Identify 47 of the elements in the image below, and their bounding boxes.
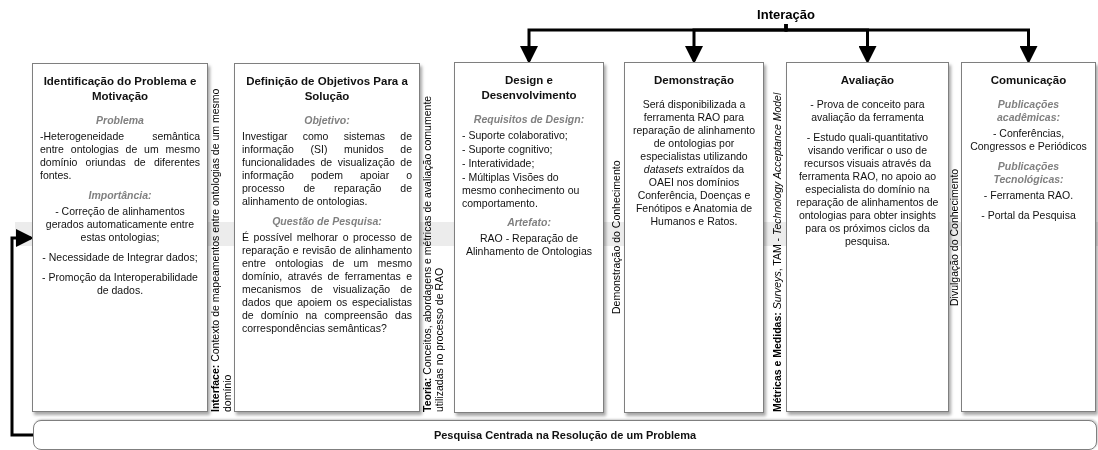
body-text: -Heterogeneidade semântica entre ontologias de um mesmo domínio oriundas de diferentes fontes. (40, 130, 200, 182)
process-box (624, 62, 764, 413)
box-heading: Demonstração (653, 73, 735, 88)
process-box (32, 63, 208, 412)
section-label: Artefato: (506, 216, 552, 229)
bar-title: Pesquisa Centrada na Resolução de um Problema (433, 428, 697, 442)
arrow (10, 229, 34, 437)
body-text: - Estudo quali-quantitativo visando verificar o uso de recursos visuais através da ferramenta RAO, no apoio ao especialista do domínio na reparação de alinhamentos de ontologias para obter insights para os próximos ciclos da pesquisa. (795, 131, 940, 248)
section-label: Importância: (87, 189, 153, 202)
box-heading: Design e Desenvolvimento (480, 73, 578, 103)
process-box (786, 62, 949, 412)
foundation-bar (33, 420, 1097, 450)
section-label: Objetivo: (303, 114, 351, 127)
process-box (961, 62, 1096, 412)
list-item: - Interatividade; (462, 157, 536, 170)
section-label: Questão de Pesquisa: (271, 215, 383, 228)
box-heading: Identificação do Problema e Motivação (42, 74, 198, 104)
list-item: - Suporte colaborativo; (462, 129, 569, 142)
section-label: Requisitos de Design: (472, 113, 586, 126)
vertical-label: Demonstração do Conhecimento (610, 160, 622, 315)
box-heading: Comunicação (989, 73, 1068, 88)
flow-label: Interação (740, 6, 832, 24)
body-text: - Promoção da Interoperabilidade de dados. (41, 271, 199, 297)
box-heading: Avaliação (839, 73, 896, 88)
list-item: - Suporte cognitivo; (462, 143, 554, 156)
section-label: Publicações acadêmicas: (995, 98, 1061, 124)
arrow (784, 24, 1038, 64)
process-box (454, 62, 604, 413)
process-box (234, 63, 420, 412)
section-label: Publicações Tecnológicas: (992, 160, 1065, 186)
section-label: Problema (95, 114, 145, 127)
body-text: Será disponibilizada a ferramenta RAO para reparação de alinhamento de ontologias por especialistas utilizando datasets extraídos da OAEI nos domínios Conferência, Doenças e Fenótipos e Anatomia de Humanos e Ratos. (632, 98, 756, 228)
list-item: - Múltiplas Visões do mesmo conhecimento ou comportamento. (462, 171, 581, 210)
body-text: RAO - Reparação de Alinhamento de Ontologias (464, 232, 594, 258)
vertical-label: Divulgação do Conhecimento (948, 168, 960, 306)
body-text: - Ferramenta RAO. (982, 189, 1075, 202)
body-text: É possível melhorar o processo de reparação e revisão de alinhamento entre ontologias de um mesmo domínio, através de ferramentas e mecanismos de visualização de dados que apoiem os especialistas de domínio na compreensão das correspondências semânticas? (242, 231, 412, 335)
body-text: Investigar como sistemas de informação (SI) munidos de funcionalidades de visualização de informação podem apoiar o processo de reparação de alinhamento de ontologias. (242, 130, 412, 208)
body-text: - Portal da Pesquisa (980, 209, 1077, 222)
vertical-label: Teoria: Conceitos, abordagens e métricas de avaliação comumente utilizadas no processo de RAO (421, 94, 445, 412)
body-text: - Conferências, Congressos e Periódicos (969, 127, 1088, 153)
body-text: - Prova de conceito para avaliação da ferramenta (809, 98, 926, 124)
body-text: - Necessidade de Integrar dados; (41, 251, 199, 264)
vertical-label: Métricas e Medidas: Surveys, TAM - Technology Acceptance Model (771, 92, 783, 412)
vertical-label: Interface: Contexto de mapeamentos entre ontologias de um mesmo domínio (209, 87, 233, 412)
body-text: - Correção de alinhamentos gerados automaticamente entre estas ontologias; (44, 205, 196, 244)
box-heading: Definição de Objetivos Para a Solução (245, 74, 409, 104)
